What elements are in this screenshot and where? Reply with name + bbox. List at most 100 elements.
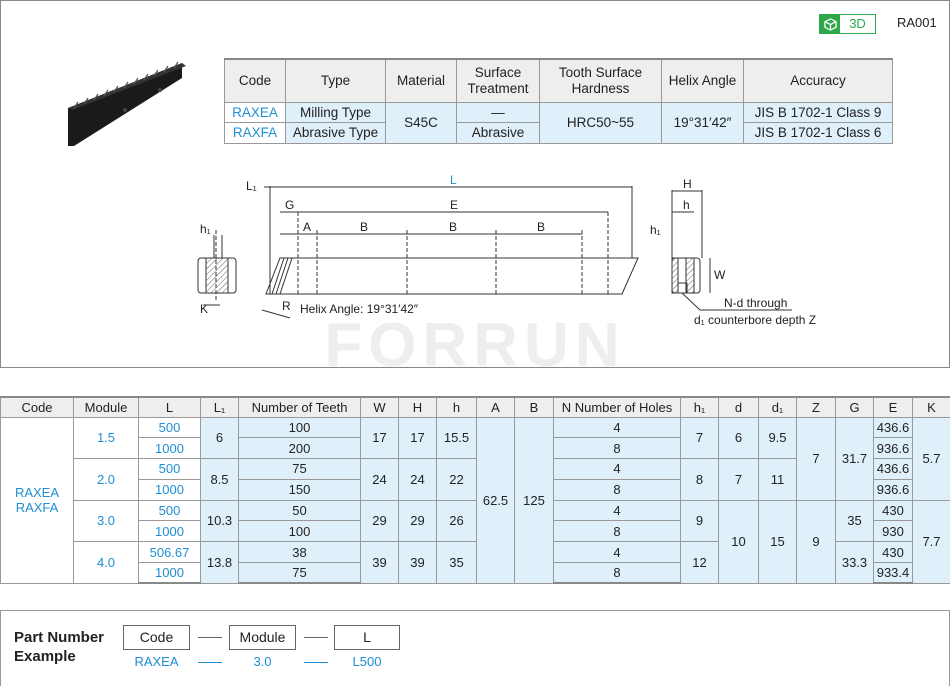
spec-header-row: Code Type Material Surface Treatment Too… [224,58,893,103]
spec-row: RAXEA Milling Type S45C — HRC50~55 19°31… [224,101,893,144]
teeth-cell: 200 [238,437,361,460]
e-cell: 430 [873,499,913,522]
h1-cell: 8 [680,458,719,501]
w-cell: 24 [360,458,399,501]
length-value: L500 [352,654,382,669]
g-cell: 33.3 [835,541,874,584]
e-cell: 933.4 [873,562,913,585]
separator [198,637,222,638]
hardness-cell: HRC50~55 [539,101,662,144]
type-cell: Abrasive Type [285,122,386,144]
module-link[interactable]: 4.0 [73,541,139,584]
h1-cell: 7 [680,416,719,460]
small-h-cell: 15.5 [436,416,477,460]
header-cell: Tooth Surface Hardness [539,58,662,103]
treatment-cell: Abrasive [456,122,540,144]
code-link[interactable]: RAXFA [224,122,286,144]
module-box: Module [229,625,296,650]
header-cell: W [360,396,399,418]
h-cell: 29 [398,499,437,543]
spec-table: Code Type Material Surface Treatment Too… [224,58,893,144]
length-link[interactable]: 500 [138,458,201,480]
length-link[interactable]: 500 [138,416,201,439]
header-cell: L [138,396,201,418]
product-code: RA001 [897,15,937,30]
g-cell: 35 [835,499,874,543]
l1-cell: 6 [200,416,239,460]
holes-cell: 4 [553,541,681,564]
h-cell: 17 [398,416,437,460]
length-link[interactable]: 1000 [138,520,201,543]
header-cell: Material [385,58,457,103]
header-cell: E [873,396,913,418]
length-link[interactable]: 506.67 [138,541,201,564]
header-cell: Module [73,396,139,418]
teeth-cell: 100 [238,416,361,439]
header-cell: Code [0,396,74,418]
k-cell: 5.7 [912,416,950,501]
spec-row: RAXFA Abrasive Type Abrasive JIS B 1702-… [224,122,893,144]
module-link[interactable]: 3.0 [73,499,139,543]
h-cell: 39 [398,541,437,584]
header-cell: A [476,396,515,418]
code-value: RAXEA [134,654,179,669]
w-cell: 17 [360,416,399,460]
e-cell: 430 [873,541,913,564]
holes-cell: 4 [553,458,681,480]
header-cell: Number of Teeth [238,396,361,418]
h1-cell: 12 [680,541,719,584]
d1-cell: 9.5 [758,416,797,460]
small-h-cell: 35 [436,541,477,584]
code-link[interactable]: RAXEA [224,101,286,123]
l1-cell: 10.3 [200,499,239,543]
e-cell: 930 [873,520,913,543]
h-cell: 24 [398,458,437,501]
length-link[interactable]: 1000 [138,478,201,501]
g-cell: 31.7 [835,416,874,501]
z-cell: 7 [796,416,836,501]
e-cell: 936.6 [873,478,913,501]
d-cell: 7 [718,458,759,501]
treatment-cell: — [456,101,540,123]
e-cell: 436.6 [873,458,913,480]
part-number-title: Part Number Example [14,629,105,665]
table-row: 1000 200 8 936.6 [1,437,950,460]
holes-cell: 4 [553,416,681,439]
length-link[interactable]: 500 [138,499,201,522]
l1-cell: 13.8 [200,541,239,584]
code-box: Code [123,625,190,650]
e-cell: 936.6 [873,437,913,460]
product-panel [0,0,950,368]
k-cell: 7.7 [912,499,950,584]
length-link[interactable]: 1000 [138,562,201,585]
d1-cell: 15 [758,499,797,584]
module-link[interactable]: 1.5 [73,416,139,460]
l1-cell: 8.5 [200,458,239,501]
teeth-cell: 75 [238,562,361,585]
helix-cell: 19°31′42″ [661,101,744,144]
holes-cell: 8 [553,437,681,460]
type-cell: Milling Type [285,101,386,123]
3d-label: 3D [849,16,866,31]
small-h-cell: 26 [436,499,477,543]
length-link[interactable]: 1000 [138,437,201,460]
3d-model-button[interactable]: 3D [819,14,876,34]
a-cell: 62.5 [476,416,515,584]
module-link[interactable]: 2.0 [73,458,139,501]
header-cell: Accuracy [743,58,893,103]
d-cell: 6 [718,416,759,460]
cube-icon [820,15,840,33]
code-link[interactable]: RAXFA [15,500,59,516]
e-cell: 436.6 [873,416,913,439]
header-cell: h₁ [680,396,719,418]
code-link[interactable]: RAXEA [14,485,60,501]
accuracy-cell: JIS B 1702-1 Class 9 [743,101,893,123]
